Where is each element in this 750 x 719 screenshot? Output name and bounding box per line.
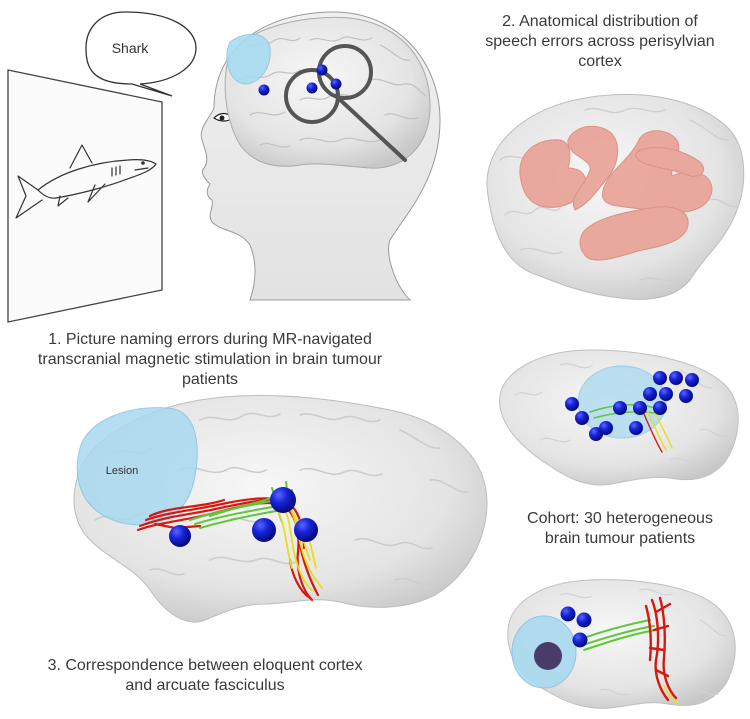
shark-drawing (15, 144, 157, 219)
caption-cohort-line-2: brain tumour patients (544, 530, 696, 547)
caption-step-2-line-3: cortex (578, 53, 622, 70)
tractography-brain (73, 395, 488, 623)
cohort-stimulation-sites (565, 371, 699, 441)
caption-cohort: Cohort: 30 heterogeneous brain tumour pa… (500, 509, 740, 549)
stimulation-site-marker (306, 82, 318, 94)
caption-step-2-line-1: 2. Anatomical distribution of (502, 13, 698, 30)
caption-step-3-line-1: 3. Correspondence between eloquent corte… (47, 657, 363, 674)
lesion-label: Lesion (106, 465, 138, 477)
speech-bubble (85, 11, 197, 97)
speech-bubble-label: Shark (112, 40, 150, 56)
stimulation-site-marker (169, 525, 191, 547)
caption-cohort-line-1: Cohort: 30 heterogeneous (527, 510, 713, 527)
stimulation-site-marker (252, 518, 276, 542)
head-illustration (200, 11, 441, 301)
caption-step-3: 3. Correspondence between eloquent corte… (20, 656, 390, 696)
speech-error-regions (519, 125, 713, 261)
stimulation-site-marker (316, 64, 328, 76)
perisylvian-brain (486, 93, 745, 300)
caption-step-2: 2. Anatomical distribution of speech err… (465, 12, 735, 72)
stimulation-site-marker (258, 84, 270, 96)
cohort-red-tract (644, 596, 678, 702)
cohort-brain-2 (507, 579, 736, 709)
caption-step-1-line-2: transcranial magnetic stimulation in bra… (37, 351, 383, 388)
lesion (76, 407, 198, 526)
caption-step-1-line-1: 1. Picture naming errors during MR-navig… (48, 331, 372, 348)
picture-screen (7, 69, 163, 323)
stimulation-site-marker (270, 487, 296, 513)
stimulation-site-marker (294, 518, 318, 542)
caption-step-2-line-2: speech errors across perisylvian (485, 33, 715, 50)
caption-step-3-line-2: and arcuate fasciculus (125, 677, 285, 694)
cohort-brain-1 (499, 349, 739, 486)
stimulation-site-marker (330, 78, 342, 90)
caption-step-1: 1. Picture naming errors during MR-navig… (20, 330, 400, 390)
